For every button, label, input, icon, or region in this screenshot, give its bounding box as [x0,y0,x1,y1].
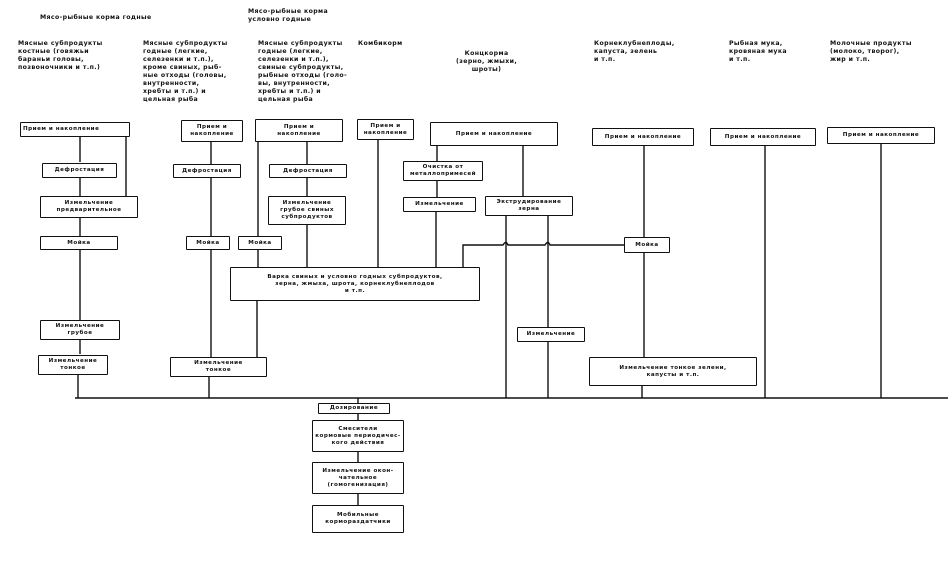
group-header-good: Мясо-рыбные корма годные [40,14,152,21]
wash-box: Мойка [186,236,230,250]
grind-fine-greens-box: Измельчение тонкое зелени, капусты и т.п… [589,357,757,386]
receive-storage-box: Прием и накопление [357,119,414,140]
source-root-crops: Корнеклубнеплоды, капуста, зелень и т.п. [594,40,675,63]
grind-fine-box: Измельчение тонкое [170,357,267,377]
grind-box: Измельчение [517,327,585,342]
mixer-box: Смесители кормовые периодичес- кого дейс… [312,420,404,452]
wash-box: Мойка [624,237,670,253]
final-grinding-box: Измельчение окон- чательное (гомогенизац… [312,462,404,494]
metal-cleaning-box: Очистка от металлопримесей [403,161,483,181]
mobile-dispensers-box: Мобильные кормораздатчики [312,505,404,533]
grind-fine-box: Измельчение тонкое [38,355,108,375]
grind-preliminary-box: Измельчение предварительное [40,196,138,218]
source-fish-meal: Рыбная мука, кровяная мука и т.п. [729,40,788,63]
receive-storage-box: Прием и накопление [827,127,935,144]
receive-storage-box: Прием и накопление [710,128,816,146]
defrost-box: Дефростация [42,163,117,178]
wash-box: Мойка [40,236,118,250]
source-meat-bone: Мясные субпродукты костные (говяжьи бара… [18,40,103,71]
grind-coarse-box: Измельчение грубое [40,320,120,340]
receive-storage-box: Прием и накопление [20,122,130,137]
source-meat-good: Мясные субпродукты годные (легкие, селез… [143,40,228,103]
receive-storage-box: Прием и накопление [181,120,243,142]
boiling-box: Варка свиных и условно годных субпродукт… [230,267,480,301]
group-header-conditional: Мясо-рыбные корма условно годные [248,8,329,23]
connector [462,241,624,267]
source-dairy: Молочные продукты (молоко, творог), жир … [830,40,912,63]
wash-box: Мойка [238,236,282,250]
grain-extrusion-box: Экструдирование зерна [485,196,573,216]
defrost-box: Дефростация [269,164,347,178]
source-compound-feed: Комбикорм [358,40,403,47]
dosing-box: Дозирование [318,403,390,414]
grind-box: Измельчение [403,197,476,212]
grind-coarse-pork-box: Измельчение грубое свиных субпродуктов [268,196,346,225]
receive-storage-box: Прием и накопление [430,122,558,146]
source-concentrates: Концкорма (зерно, жмыхи, шроты) [456,50,518,73]
receive-storage-box: Прием и накопление [255,119,343,142]
source-meat-conditional: Мясные субпродукты годные (легкие, селез… [258,40,348,103]
defrost-box: Дефростация [173,164,241,178]
receive-storage-box: Прием и накопление [592,128,694,146]
